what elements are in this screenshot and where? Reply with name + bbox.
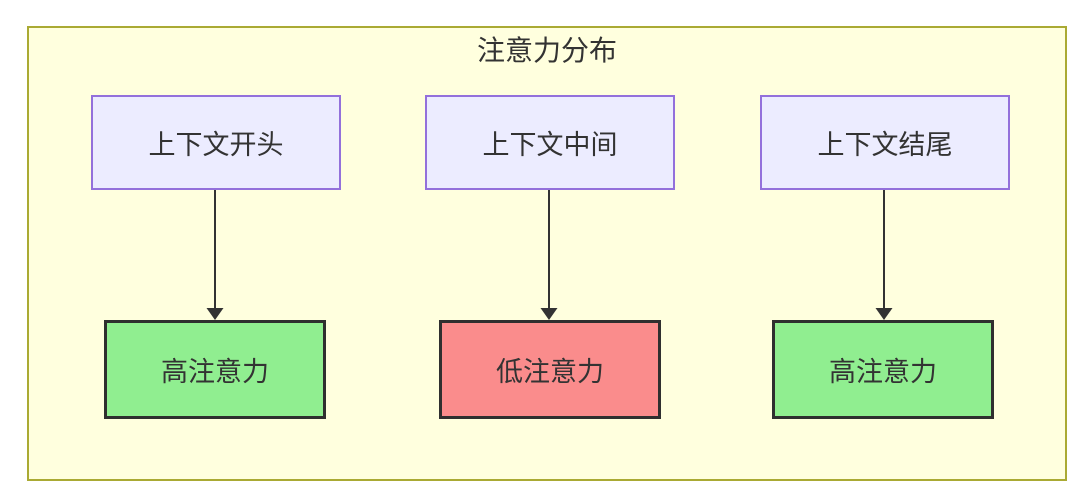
node-high-attention-end-label: 高注意力 [829,357,937,387]
node-context-end: 上下文结尾 [760,95,1010,190]
node-context-end-label: 上下文结尾 [817,130,953,160]
edge-arrow-end [875,190,893,320]
edge-arrow-start [206,190,224,320]
attention-distribution-group: 注意力分布 上下文开头 上下文中间 上下文结尾 高注意力 [27,26,1067,481]
node-context-start: 上下文开头 [91,95,341,190]
node-high-attention-start-label: 高注意力 [161,357,269,387]
node-low-attention-middle: 低注意力 [439,320,661,419]
node-context-middle-label: 上下文中间 [482,130,618,160]
node-high-attention-end: 高注意力 [772,320,994,419]
edge-arrow-middle [540,190,558,320]
node-context-start-label: 上下文开头 [148,130,284,160]
node-high-attention-start: 高注意力 [104,320,326,419]
diagram-title: 注意力分布 [476,35,617,66]
node-context-middle: 上下文中间 [425,95,675,190]
node-low-attention-middle-label: 低注意力 [496,357,604,387]
